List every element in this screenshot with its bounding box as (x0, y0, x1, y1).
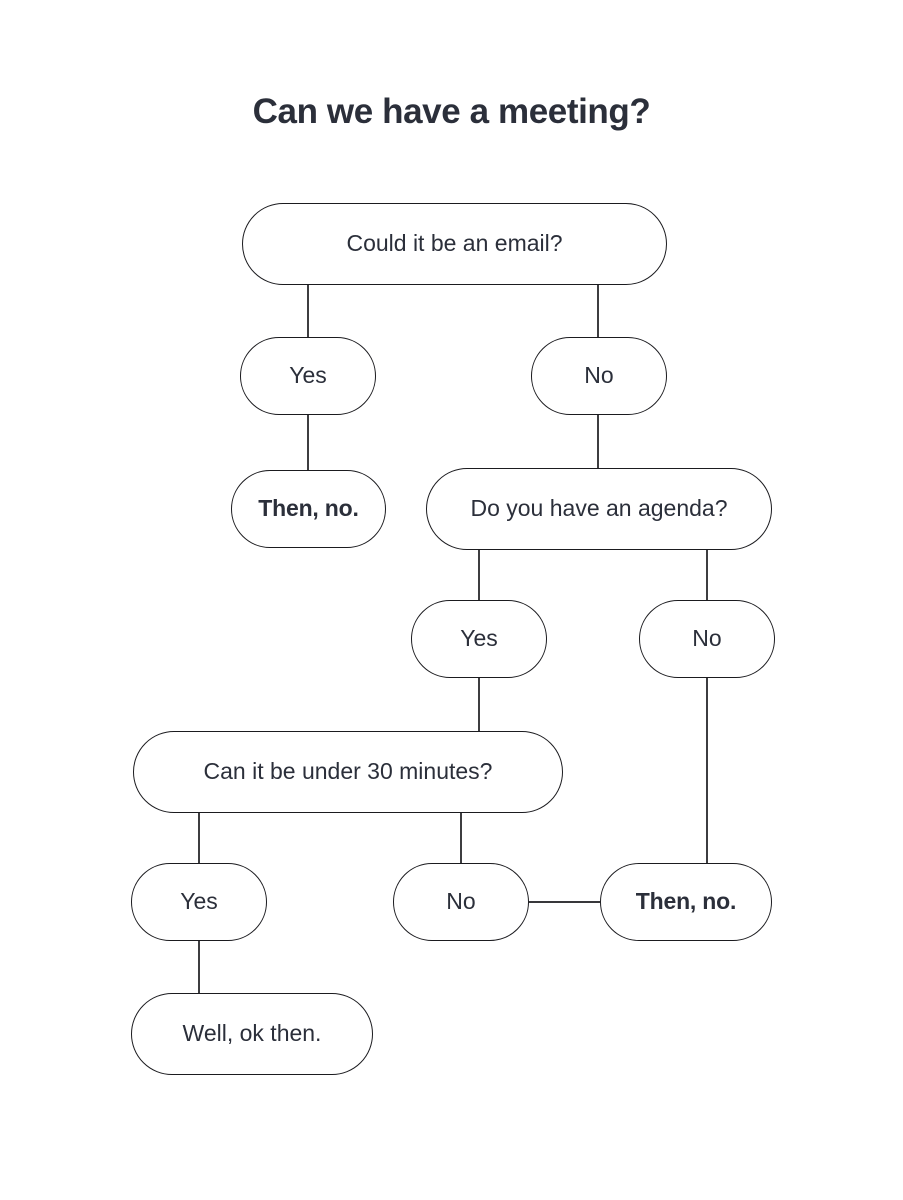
node-label-end1: Then, no. (258, 495, 359, 522)
node-label-q3_yes: Yes (180, 888, 218, 915)
flowchart-node-end2[interactable]: Then, no. (600, 863, 772, 941)
flowchart-node-q2[interactable]: Do you have an agenda? (426, 468, 772, 550)
node-label-q1_no: No (584, 362, 614, 389)
node-label-q1: Could it be an email? (346, 230, 563, 257)
node-label-end2: Then, no. (635, 888, 737, 915)
flowchart-node-q1[interactable]: Could it be an email? (242, 203, 667, 285)
flowchart-node-q2_no[interactable]: No (639, 600, 775, 678)
flowchart-node-q3_yes[interactable]: Yes (131, 863, 267, 941)
node-label-q2: Do you have an agenda? (470, 495, 728, 522)
flowchart-node-end1[interactable]: Then, no. (231, 470, 386, 548)
flowchart-node-q3[interactable]: Can it be under 30 minutes? (133, 731, 563, 813)
node-label-end3: Well, ok then. (182, 1020, 322, 1047)
node-label-q3_no: No (446, 888, 476, 915)
node-label-q2_no: No (692, 625, 722, 652)
node-label-q3: Can it be under 30 minutes? (203, 758, 493, 785)
node-label-q1_yes: Yes (289, 362, 327, 389)
flowchart-node-q2_yes[interactable]: Yes (411, 600, 547, 678)
page-title: Can we have a meeting? (252, 92, 651, 131)
flowchart-node-q3_no[interactable]: No (393, 863, 529, 941)
flowchart-node-q1_no[interactable]: No (531, 337, 667, 415)
flowchart-node-q1_yes[interactable]: Yes (240, 337, 376, 415)
flowchart-node-end3[interactable]: Well, ok then. (131, 993, 373, 1075)
node-label-q2_yes: Yes (460, 625, 498, 652)
